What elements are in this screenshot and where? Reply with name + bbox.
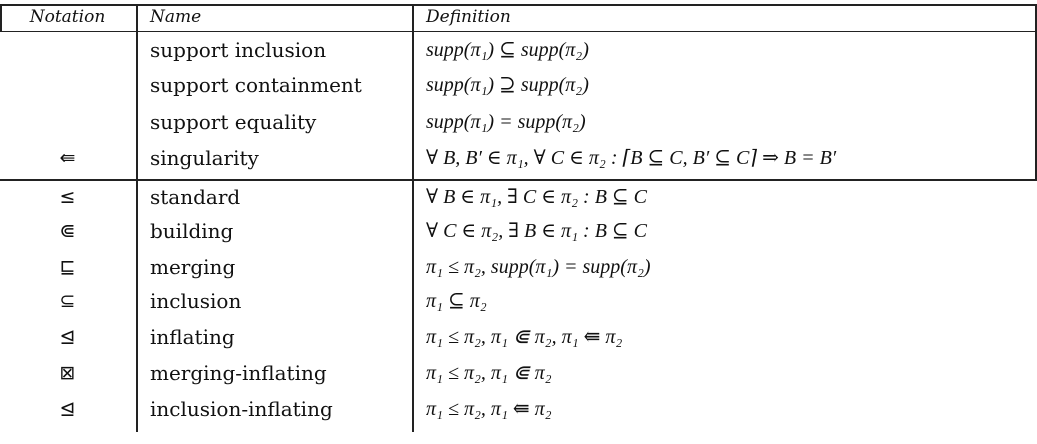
header-row: Notation Name Definition — [0, 4, 1037, 31]
notation-symbol: ⊴ — [59, 398, 76, 420]
section-rule — [0, 179, 1037, 181]
relation-definition: π₁ ≤ π₂, π₁ ⋐ π₂ — [426, 362, 552, 384]
relation-name: inflating — [150, 325, 235, 349]
relation-name: merging-inflating — [150, 361, 327, 385]
relation-definition: π₁ ≤ π₂, π₁ ⋐ π₂, π₁ ⇚ π₂ — [426, 326, 623, 348]
table-row: ⊑ merging π₁ ≤ π₂, supp(π₁) = supp(π₂) — [0, 252, 1037, 282]
table-row: support containment supp(π₁) ⊇ supp(π₂) — [0, 70, 1037, 100]
col-divider-1 — [0, 4, 2, 31]
notation-symbol: ⊴ — [59, 326, 76, 348]
relation-name: support containment — [150, 73, 362, 97]
table-row: ⇚ singularity ∀ B, B′ ∈ π₁, ∀ C ∈ π₂ : ⌈… — [0, 143, 1037, 173]
table-row: ⊠ merging-inflating π₁ ≤ π₂, π₁ ⋐ π₂ — [0, 358, 1037, 388]
relation-definition: ∀ B ∈ π₁, ∃ C ∈ π₂ : B ⊆ C — [426, 186, 648, 208]
relation-definition: ∀ C ∈ π₂, ∃ B ∈ π₁ : B ⊆ C — [426, 220, 648, 242]
relation-definition: π₁ ≤ π₂, supp(π₁) = supp(π₂) — [426, 256, 651, 278]
notation-symbol: ⋐ — [59, 220, 76, 242]
header-definition: Definition — [426, 7, 511, 27]
relation-name: singularity — [150, 146, 259, 170]
relation-definition: ∀ B, B′ ∈ π₁, ∀ C ∈ π₂ : ⌈B ⊆ C, B′ ⊆ C⌉… — [426, 147, 837, 169]
notation-symbol: ⊠ — [59, 362, 76, 384]
relation-name: inclusion-inflating — [150, 397, 333, 421]
col-divider-4 — [1035, 4, 1037, 180]
table-row: ⊴ inclusion-inflating π₁ ≤ π₂, π₁ ⇚ π₂ — [0, 394, 1037, 424]
relation-name: support inclusion — [150, 38, 327, 62]
relation-name: merging — [150, 255, 236, 279]
notation-symbol: ⊑ — [59, 256, 76, 278]
relation-definition: supp(π₁) = supp(π₂) — [426, 111, 586, 133]
header-rule — [0, 31, 1037, 33]
table-row: support equality supp(π₁) = supp(π₂) — [0, 107, 1037, 137]
relation-definition: π₁ ≤ π₂, π₁ ⇚ π₂ — [426, 398, 552, 420]
relation-name: inclusion — [150, 289, 242, 313]
top-rule — [0, 4, 1037, 6]
table-row: ≤ standard ∀ B ∈ π₁, ∃ C ∈ π₂ : B ⊆ C — [0, 182, 1037, 212]
relation-name: standard — [150, 185, 241, 209]
relation-definition: π₁ ⊆ π₂ — [426, 290, 487, 312]
notation-symbol: ≤ — [59, 186, 76, 208]
header-name: Name — [150, 7, 202, 27]
notation-symbol: ⊆ — [59, 290, 76, 312]
relation-definition: supp(π₁) ⊇ supp(π₂) — [426, 74, 589, 96]
table-row: ⊆ inclusion π₁ ⊆ π₂ — [0, 286, 1037, 316]
table-row: ⊴ inflating π₁ ≤ π₂, π₁ ⋐ π₂, π₁ ⇚ π₂ — [0, 322, 1037, 352]
header-notation: Notation — [29, 7, 106, 27]
relation-name: building — [150, 219, 234, 243]
table-row: ⋐ building ∀ C ∈ π₂, ∃ B ∈ π₁ : B ⊆ C — [0, 216, 1037, 246]
relation-name: support equality — [150, 110, 317, 134]
table-row: support inclusion supp(π₁) ⊆ supp(π₂) — [0, 35, 1037, 65]
col-divider-2 — [136, 4, 138, 432]
relation-definition: supp(π₁) ⊆ supp(π₂) — [426, 39, 589, 61]
col-divider-3 — [412, 4, 414, 432]
notation-symbol: ⇚ — [59, 147, 76, 169]
